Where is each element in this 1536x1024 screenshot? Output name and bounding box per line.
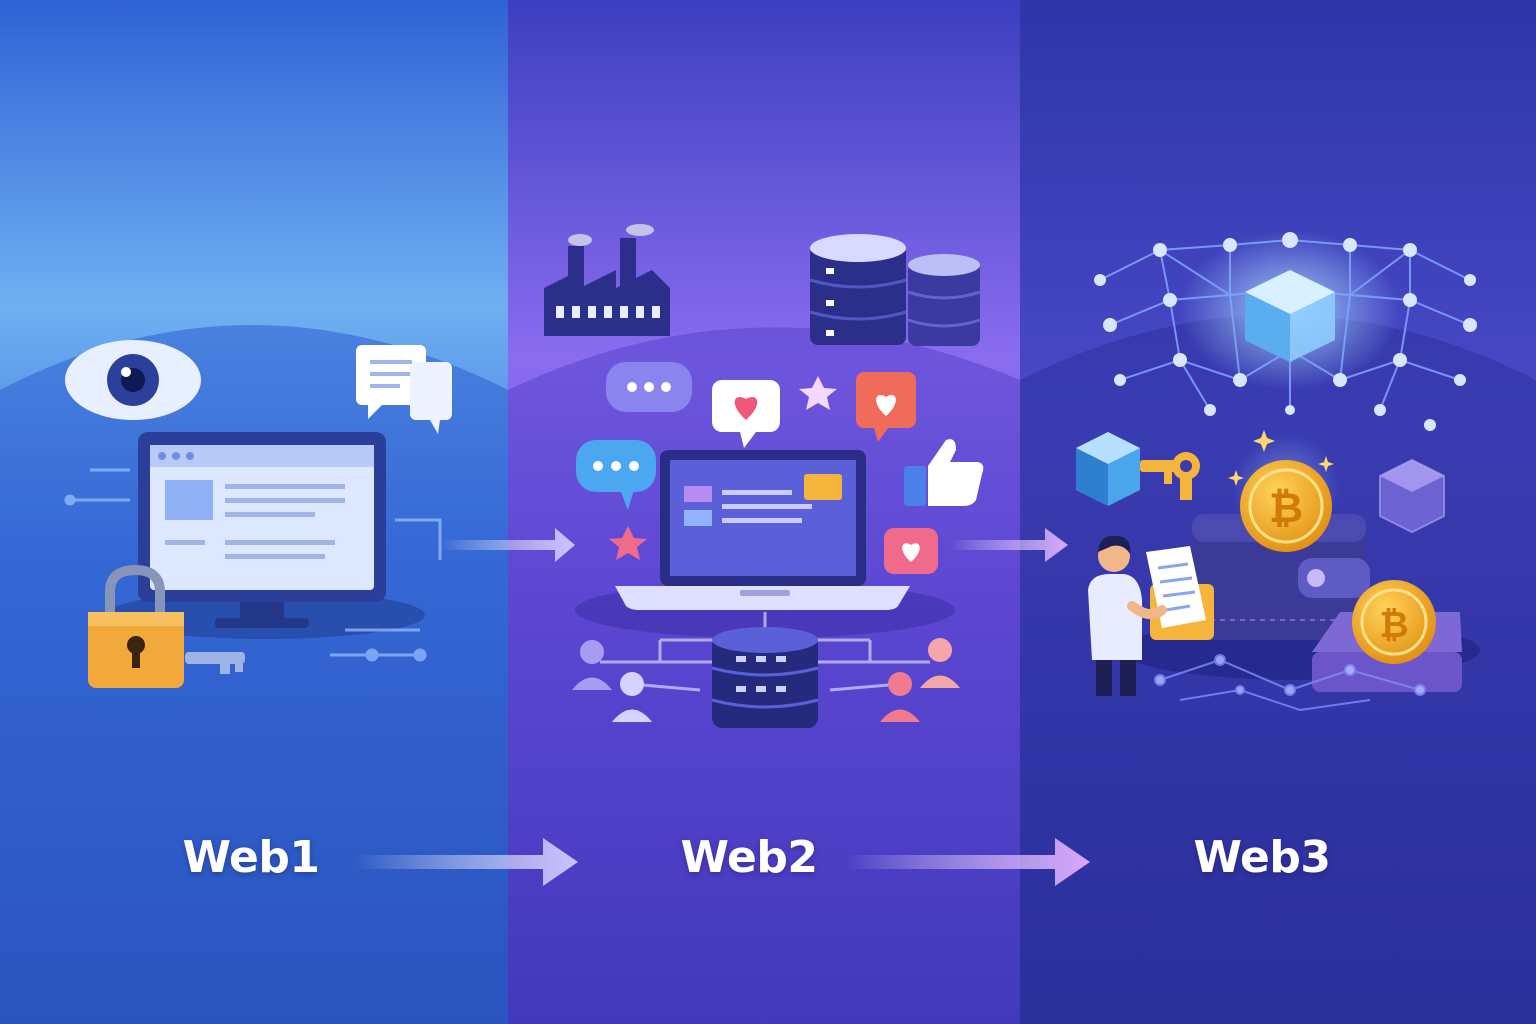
stage-label-web3: Web3 [1193,832,1331,883]
cube-outline-icon [1379,458,1445,534]
stage-label-web2: Web2 [680,832,818,883]
chat-bubble-icon [576,362,692,510]
star-icon [609,376,837,560]
monitor-icon [105,432,425,639]
arrow-web2-web3 [845,838,1090,886]
svg-text:₿: ₿ [1269,483,1303,532]
arrow-web1-web2 [355,838,578,886]
bitcoin-coin-icon: ₿ ₿ [1232,434,1462,692]
key-icon [185,652,245,674]
laptop-icon [575,450,955,638]
padlock-icon [88,564,184,688]
web3-network-lower [1154,654,1426,712]
cube-icon [1076,432,1140,506]
heart-bubble-icon [712,372,938,574]
svg-text:₿: ₿ [1379,605,1408,646]
database-server-icon [711,627,819,728]
factory-icon [544,224,670,336]
eye-icon [65,340,201,420]
blockchain-network-icon [1094,230,1477,431]
sparkles [1228,430,1334,486]
arrow-web2-web3-upper [950,528,1068,562]
stage-label-web1: Web1 [182,832,320,883]
database-icon [809,234,981,346]
key-icon-web3 [1140,452,1200,500]
users-icon [572,638,960,722]
thumbs-up-icon [904,439,984,506]
person-document-icon [1088,535,1214,696]
chat-bubbles-icon [356,345,452,434]
arrow-web1-web2-upper [440,528,575,562]
